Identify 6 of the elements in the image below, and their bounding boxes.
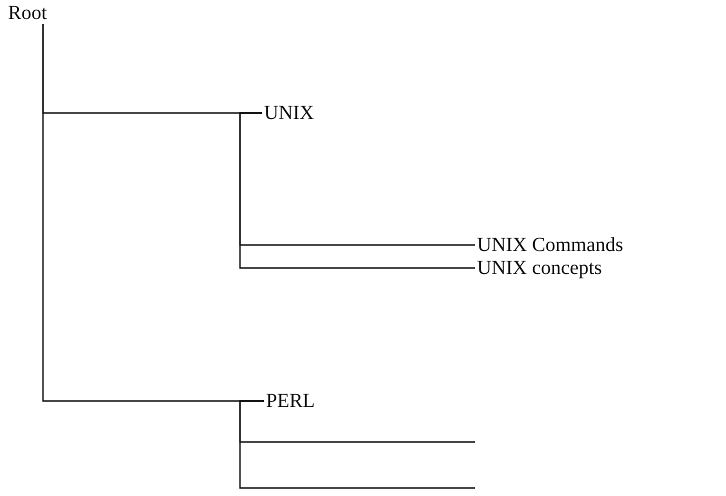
tree-connector xyxy=(239,400,475,489)
node-label: Root xyxy=(8,2,47,24)
node-label: UNIX xyxy=(264,102,314,124)
node-label: UNIX Commands xyxy=(477,234,624,256)
node-label: PERL xyxy=(266,390,315,412)
node-label: UNIX concepts xyxy=(477,257,602,279)
